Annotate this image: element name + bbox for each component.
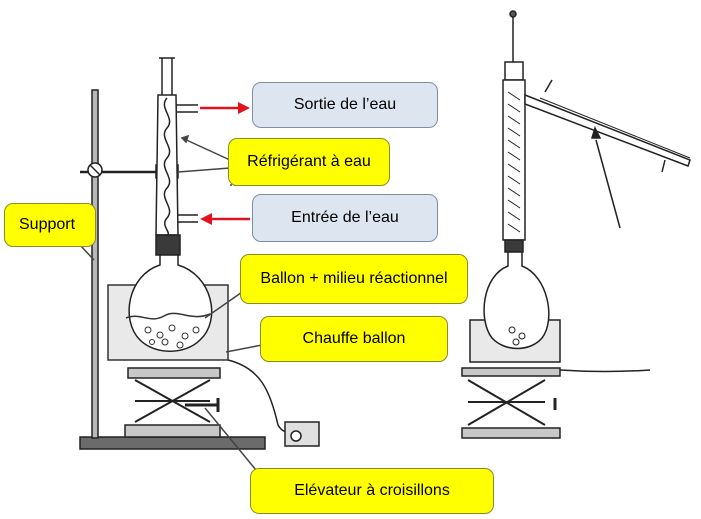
- power-cable: [227, 359, 291, 433]
- lab-jack-scissors: [134, 379, 211, 423]
- label-support: Support: [4, 203, 96, 247]
- label-refrigerant: Réfrigérant à eau: [228, 138, 390, 186]
- label-ballon: Ballon + milieu réactionnel: [240, 254, 468, 304]
- label-chauffe-ballon: Chauffe ballon: [260, 316, 448, 362]
- power-controller: [284, 421, 320, 447]
- label-elevateur: Elévateur à croisillons: [250, 468, 494, 514]
- lab-jack-top: [127, 367, 221, 379]
- label-entree-eau: Entrée de l’eau: [252, 194, 438, 242]
- right-apparatus: [461, 10, 691, 439]
- lab-jack-bottom: [124, 424, 221, 438]
- condenser: [155, 57, 198, 256]
- flask: [128, 254, 213, 352]
- support-rod: [91, 89, 99, 439]
- label-sortie-eau: Sortie de l’eau: [252, 82, 438, 128]
